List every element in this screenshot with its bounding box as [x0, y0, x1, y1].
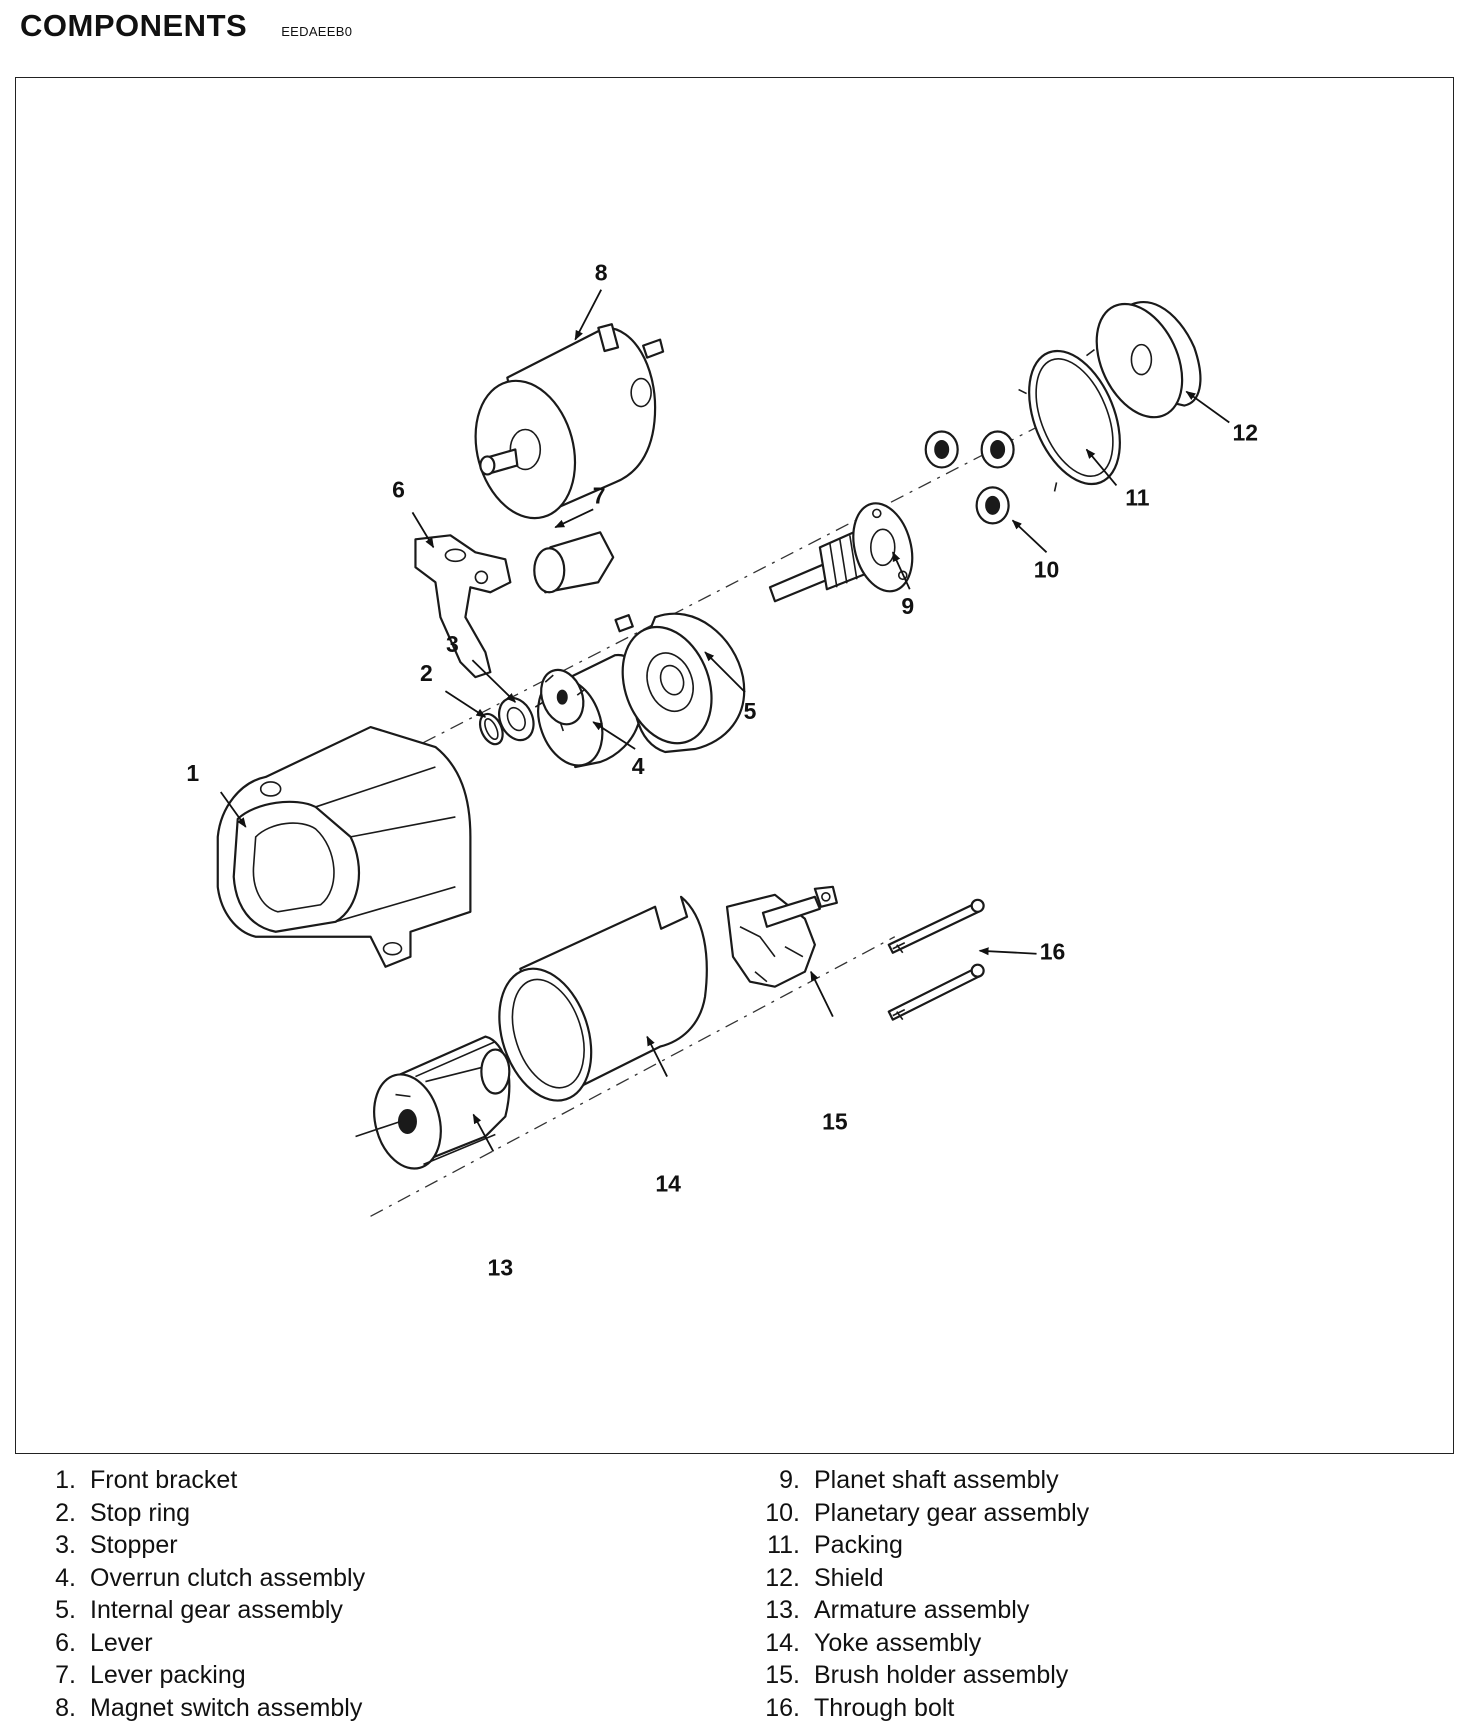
callout-4: 4	[632, 753, 645, 779]
legend-number: 16.	[760, 1692, 800, 1724]
legend-number: 8.	[36, 1692, 76, 1724]
legend-label: Internal gear assembly	[90, 1594, 343, 1627]
magnet-switch-part	[461, 324, 663, 529]
legend-item: 7. Lever packing	[36, 1659, 365, 1692]
legend-label: Through bolt	[814, 1692, 954, 1724]
legend-item: 12. Shield	[760, 1562, 1089, 1595]
lever-packing-part	[534, 532, 613, 592]
legend-item: 2. Stop ring	[36, 1497, 365, 1530]
leader-line-12	[1186, 392, 1229, 423]
leader-line-7	[555, 509, 593, 527]
callout-7: 7	[593, 482, 606, 508]
legend-label: Magnet switch assembly	[90, 1692, 362, 1724]
exploded-view-diagram: 1 2 3 4 5 6 7 8 9 10 11 12 13 14 15 16	[16, 78, 1453, 1453]
legend-item: 6. Lever	[36, 1627, 365, 1660]
document-code: EEDAEEB0	[281, 24, 352, 39]
legend-number: 15.	[760, 1659, 800, 1692]
legend-item: 15. Brush holder assembly	[760, 1659, 1089, 1692]
legend-left-column: 1. Front bracket 2. Stop ring 3. Stopper 4.…	[36, 1464, 365, 1724]
diagram-frame: 1 2 3 4 5 6 7 8 9 10 11 12 13 14 15 16	[15, 77, 1454, 1454]
legend-number: 7.	[36, 1659, 76, 1692]
callout-15: 15	[822, 1108, 848, 1134]
planet-shaft-part	[770, 497, 921, 602]
callout-11: 11	[1125, 484, 1149, 510]
legend-number: 5.	[36, 1594, 76, 1627]
legend-label: Stop ring	[90, 1497, 190, 1530]
legend-number: 2.	[36, 1497, 76, 1530]
callout-9: 9	[901, 593, 914, 619]
callout-8: 8	[595, 260, 608, 286]
callout-2: 2	[420, 660, 433, 686]
legend-item: 5. Internal gear assembly	[36, 1594, 365, 1627]
page-title: COMPONENTS	[20, 8, 247, 44]
legend-label: Overrun clutch assembly	[90, 1562, 365, 1595]
callout-5: 5	[744, 698, 757, 724]
legend-item: 8. Magnet switch assembly	[36, 1692, 365, 1724]
legend-label: Lever packing	[90, 1659, 246, 1692]
legend-item: 9. Planet shaft assembly	[760, 1464, 1089, 1497]
leader-line-10	[1013, 520, 1047, 552]
legend-number: 10.	[760, 1497, 800, 1530]
brush-holder-part	[727, 887, 837, 987]
legend-number: 6.	[36, 1627, 76, 1660]
legend-item: 14. Yoke assembly	[760, 1627, 1089, 1660]
legend-label: Armature assembly	[814, 1594, 1029, 1627]
legend-label: Stopper	[90, 1529, 178, 1562]
legend-label: Planet shaft assembly	[814, 1464, 1059, 1497]
yoke-part	[483, 897, 706, 1113]
legend-number: 9.	[760, 1464, 800, 1497]
through-bolts-part	[889, 900, 984, 1020]
legend-item: 13. Armature assembly	[760, 1594, 1089, 1627]
leader-line-15	[811, 972, 833, 1017]
callout-3: 3	[446, 631, 459, 657]
legend-item: 1. Front bracket	[36, 1464, 365, 1497]
legend-label: Yoke assembly	[814, 1627, 981, 1660]
front-bracket-part	[218, 727, 471, 967]
callout-12: 12	[1232, 419, 1258, 445]
leader-line-3	[472, 660, 515, 702]
callout-13: 13	[488, 1254, 514, 1280]
legend-number: 14.	[760, 1627, 800, 1660]
legend-label: Packing	[814, 1529, 903, 1562]
legend-label: Lever	[90, 1627, 153, 1660]
legend-item: 10. Planetary gear assembly	[760, 1497, 1089, 1530]
lever-part	[415, 535, 510, 677]
legend-label: Front bracket	[90, 1464, 237, 1497]
leader-line-2	[445, 691, 485, 717]
legend-number: 11.	[760, 1529, 800, 1562]
legend-item: 3. Stopper	[36, 1529, 365, 1562]
legend-label: Brush holder assembly	[814, 1659, 1068, 1692]
leader-line-16	[980, 951, 1037, 954]
callout-16: 16	[1040, 939, 1066, 965]
legend-item: 4. Overrun clutch assembly	[36, 1562, 365, 1595]
callout-6: 6	[392, 476, 405, 502]
legend-number: 13.	[760, 1594, 800, 1627]
legend-item: 16. Through bolt	[760, 1692, 1089, 1724]
legend-label: Planetary gear assembly	[814, 1497, 1089, 1530]
legend-number: 4.	[36, 1562, 76, 1595]
legend-number: 12.	[760, 1562, 800, 1595]
legend-right-column: 9. Planet shaft assembly 10. Planetary gea…	[760, 1464, 1089, 1724]
legend-label: Shield	[814, 1562, 884, 1595]
callout-14: 14	[655, 1170, 681, 1196]
legend-number: 1.	[36, 1464, 76, 1497]
page-header: COMPONENTS EEDAEEB0	[20, 8, 352, 58]
legend-number: 3.	[36, 1529, 76, 1562]
callout-10: 10	[1034, 556, 1060, 582]
callout-1: 1	[186, 760, 199, 786]
legend-item: 11. Packing	[760, 1529, 1089, 1562]
